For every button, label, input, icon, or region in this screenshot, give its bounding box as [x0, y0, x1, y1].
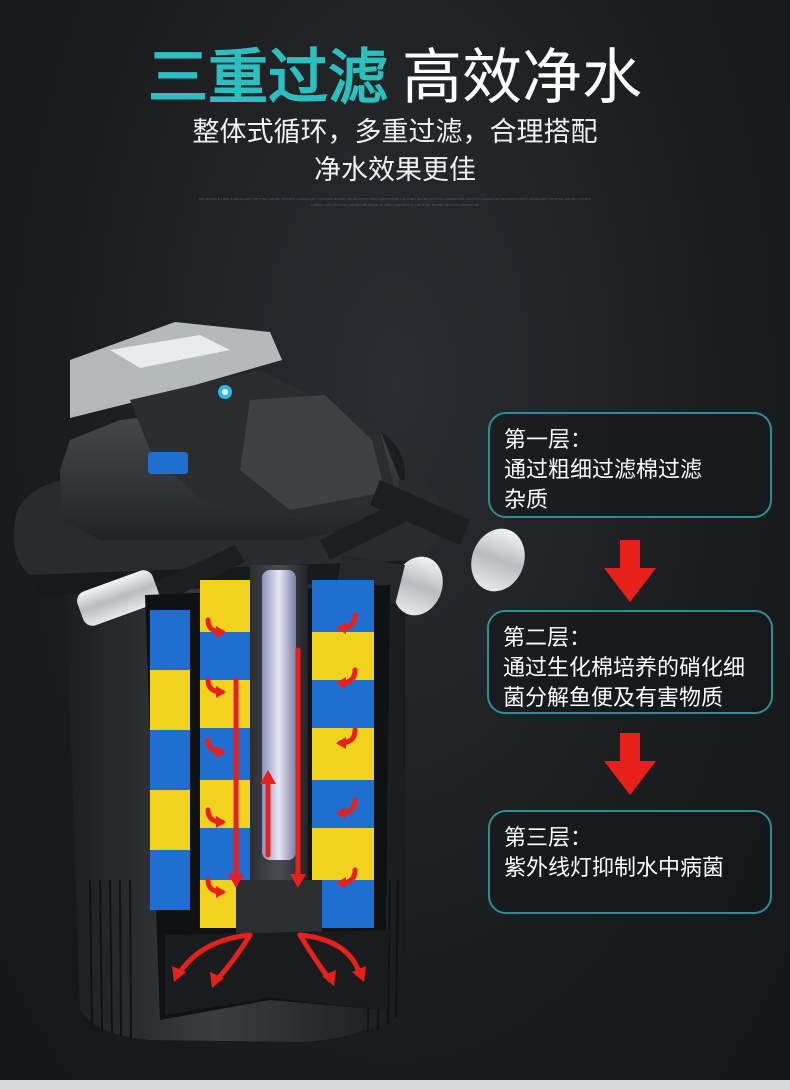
layer-2-text-line: 通过生化棉培养的硝化细 — [503, 656, 746, 681]
layer-card-2: 第二层： 通过生化棉培养的硝化细 菌分解鱼便及有害物质 — [487, 610, 773, 714]
right-sponge-stack — [312, 580, 374, 928]
page-title: 三重过滤高效净水 — [0, 38, 790, 118]
subtitle-line-1: 整体式循环，多重过滤，合理搭配 — [192, 117, 598, 148]
title-rest: 高效净水 — [402, 43, 642, 113]
layer-card-1: 第一层： 通过粗细过滤棉过滤 杂质 — [488, 412, 772, 518]
layer-1-text-line: 通过粗细过滤棉过滤 — [504, 458, 703, 483]
down-arrow-icon — [604, 540, 656, 602]
layer-1-text-line: 杂质 — [504, 488, 549, 513]
title-accent: 三重过滤 — [148, 43, 388, 113]
fineprint-text: ABUNDANCE LIEDI LANDSCAPE LIGHTING BRAND… — [198, 197, 592, 207]
left-pipe — [77, 545, 245, 626]
layer-3-text-line: 紫外线灯抑制水中病菌 — [504, 856, 725, 881]
layer-card-3: 第三层： 紫外线灯抑制水中病菌 — [488, 810, 772, 914]
subtitle-line-2: 净水效果更佳 — [314, 155, 476, 186]
down-arrow-icon — [604, 733, 656, 795]
bottom-divider — [0, 1080, 790, 1090]
layer-3-heading: 第三层： — [504, 826, 593, 851]
layer-1-heading: 第一层： — [504, 428, 593, 453]
filter-cutaway-illustration — [14, 322, 525, 1042]
layer-2-heading: 第二层： — [503, 626, 592, 651]
layer-2-text-line: 菌分解鱼便及有害物质 — [503, 686, 724, 711]
